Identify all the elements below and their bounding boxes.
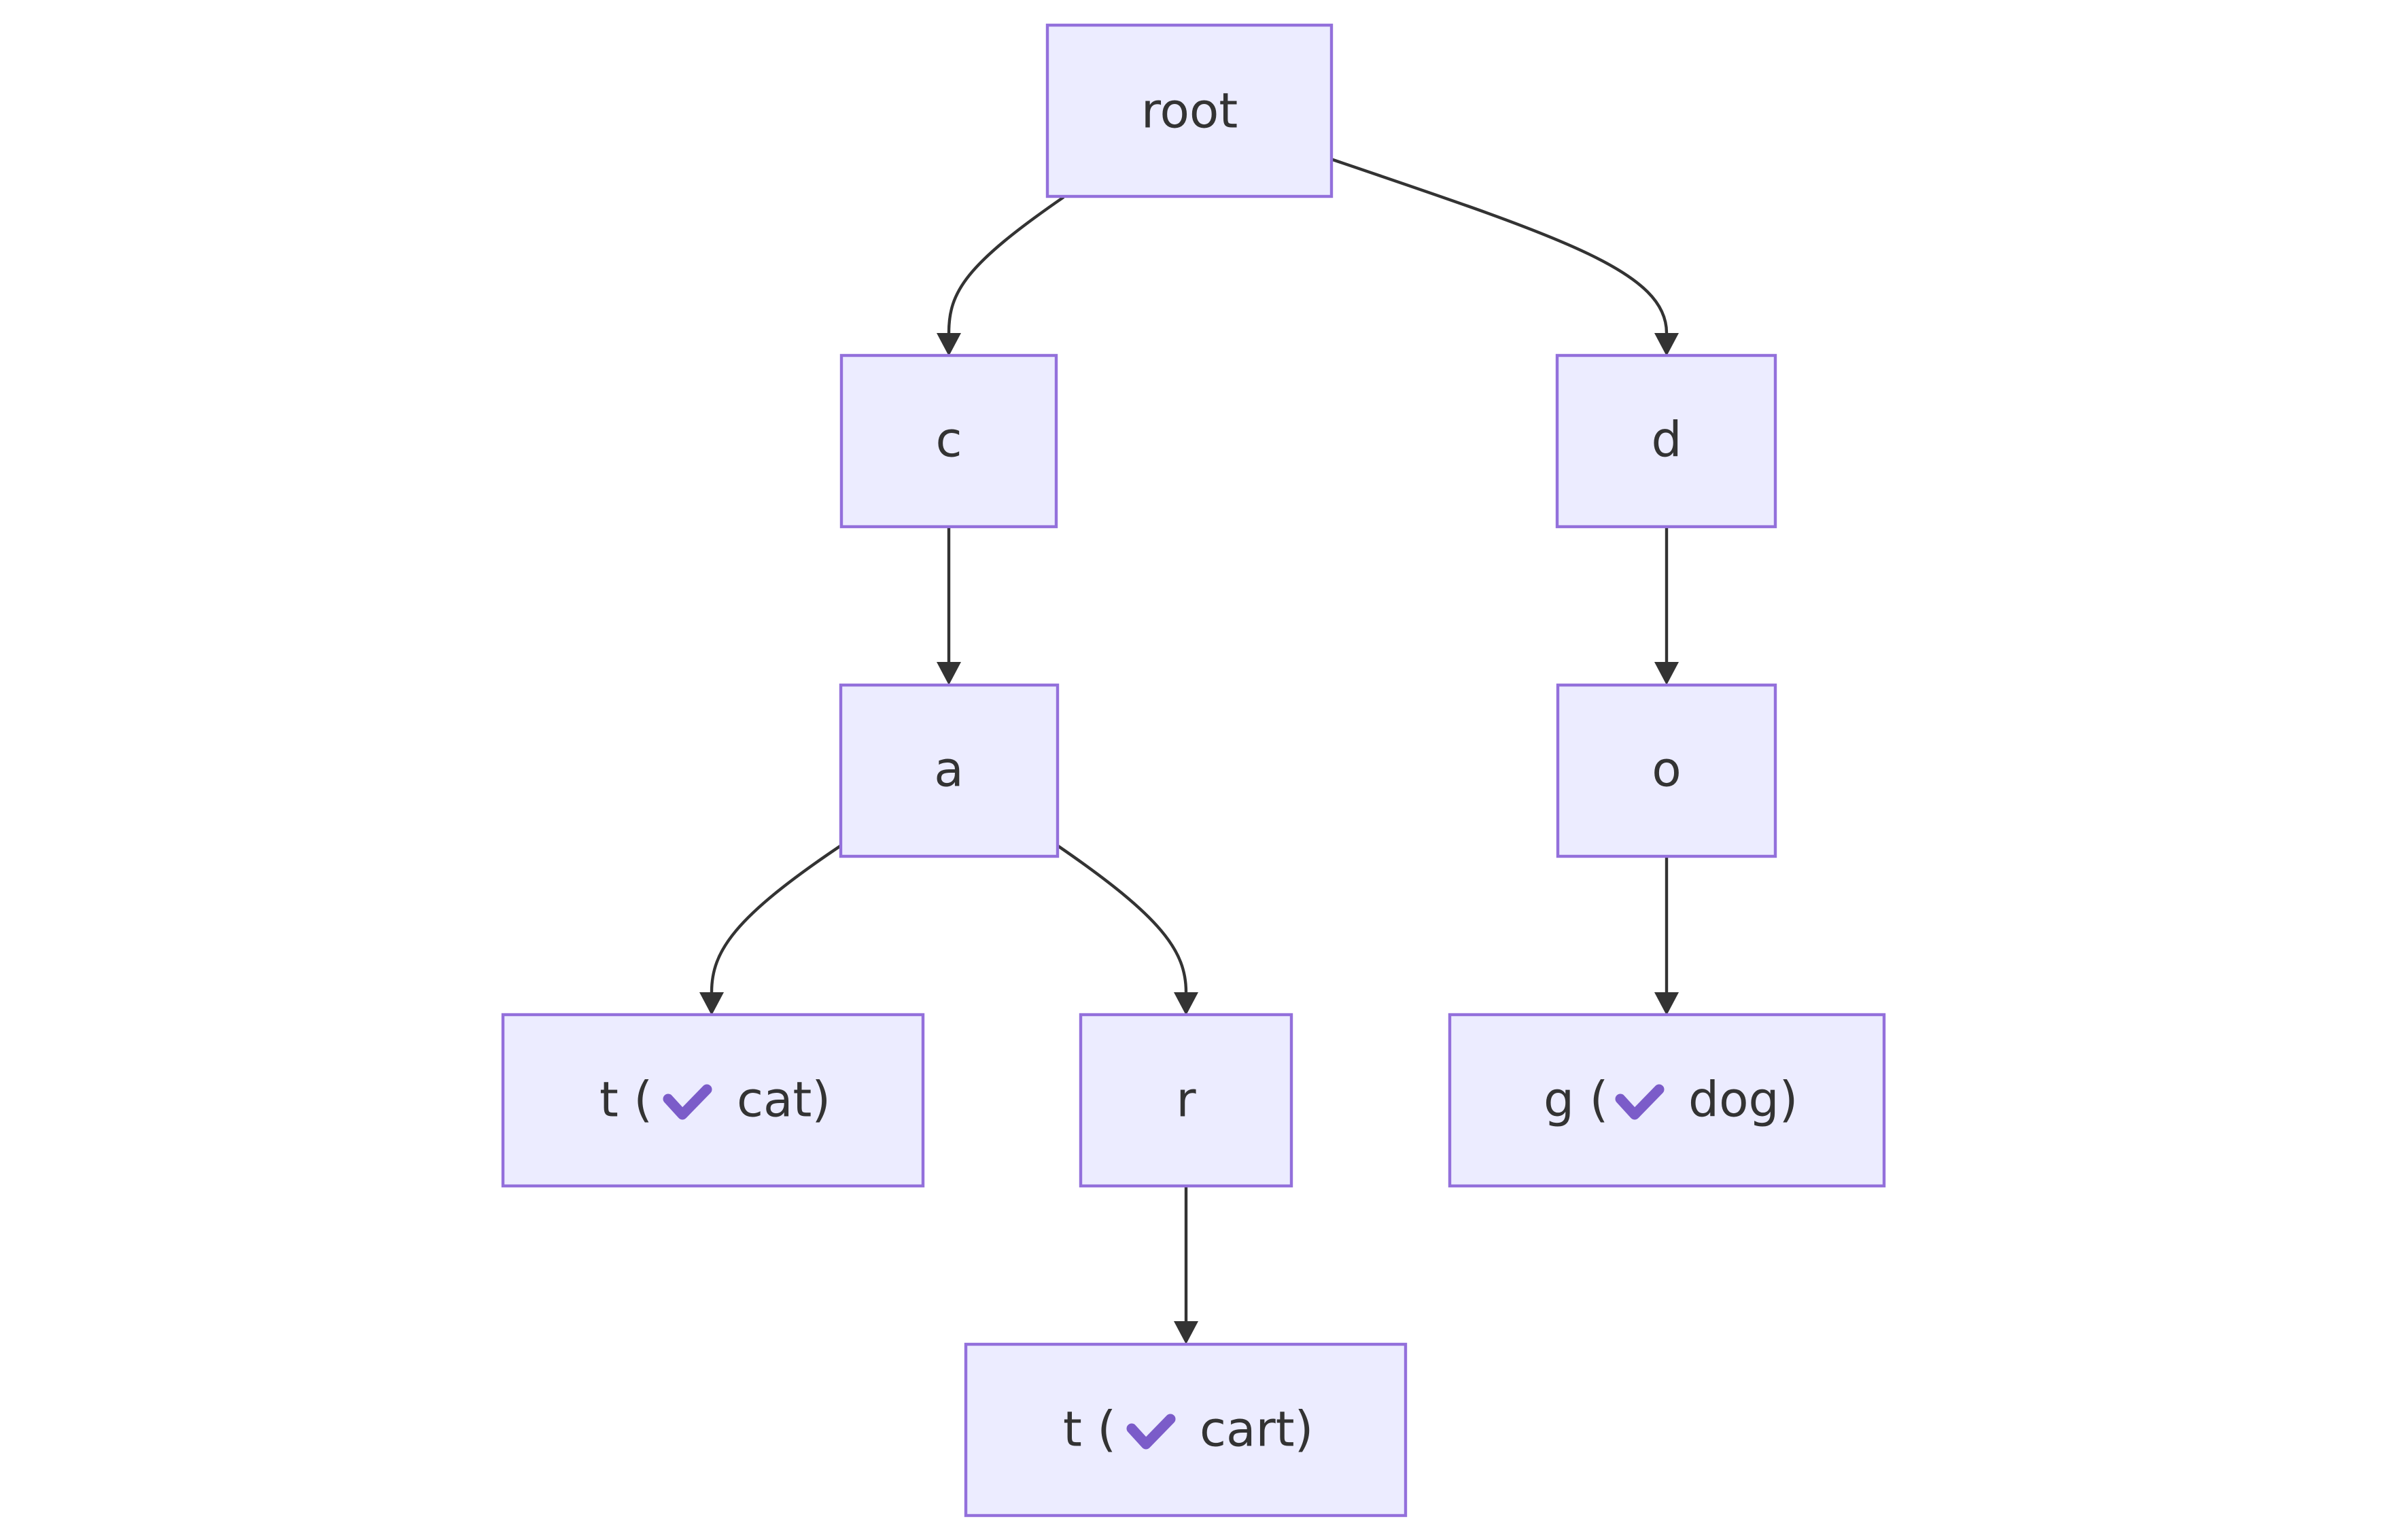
arrowhead-d-o: [1654, 662, 1679, 685]
arrowhead-r-t-cart: [1174, 1321, 1198, 1344]
node-r[interactable]: r: [1079, 1013, 1293, 1188]
edge-a-r: [1057, 845, 1188, 993]
check-icon: [663, 1084, 712, 1120]
arrowhead-a-t-cat: [699, 992, 724, 1015]
node-d[interactable]: d: [1555, 353, 1777, 529]
node-a[interactable]: a: [839, 683, 1060, 858]
edge-root-c: [947, 196, 1065, 334]
node-d-label: d: [1651, 412, 1682, 468]
node-t-cart-word: cart): [1200, 1401, 1313, 1458]
edges: [699, 157, 1679, 1344]
node-g-dog[interactable]: g ( dog): [1448, 1013, 1886, 1188]
edge-root-d: [1330, 157, 1669, 334]
node-a-label: a: [934, 741, 964, 798]
arrowhead-a-r: [1174, 992, 1198, 1015]
node-t-cat-prefix: t (: [599, 1072, 652, 1128]
nodes: root c d a o t ( cat): [501, 23, 1886, 1518]
check-icon: [1126, 1414, 1176, 1450]
node-c-label: c: [935, 412, 962, 468]
node-root[interactable]: root: [1045, 23, 1334, 198]
arrowhead-root-c: [937, 333, 961, 356]
node-t-cart[interactable]: t ( cart): [964, 1342, 1408, 1518]
arrowhead-root-d: [1654, 333, 1679, 356]
arrowhead-c-a: [937, 662, 961, 685]
edge-a-t-cat: [710, 845, 841, 993]
node-r-label: r: [1176, 1072, 1196, 1128]
node-c[interactable]: c: [839, 353, 1058, 529]
arrowhead-o-g-dog: [1654, 992, 1679, 1015]
node-o[interactable]: o: [1556, 683, 1777, 858]
node-t-cart-prefix: t (: [1063, 1401, 1116, 1458]
node-t-cat[interactable]: t ( cat): [501, 1013, 925, 1188]
check-icon: [1615, 1084, 1665, 1120]
node-t-cat-word: cat): [737, 1072, 831, 1128]
node-o-label: o: [1652, 741, 1681, 798]
node-g-dog-word: dog): [1688, 1072, 1798, 1128]
node-root-label: root: [1141, 83, 1238, 139]
node-g-dog-prefix: g (: [1544, 1072, 1608, 1128]
